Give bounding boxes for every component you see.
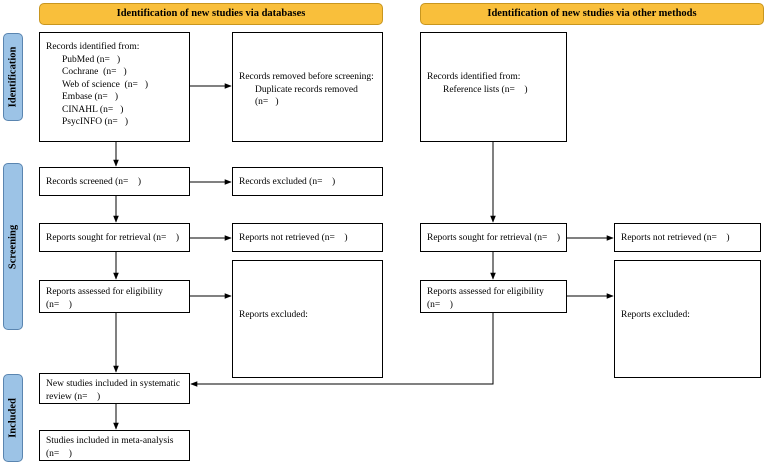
- box-records-excluded: Records excluded (n= ): [232, 167, 383, 196]
- stage-included: Included: [3, 374, 23, 462]
- box-other-reports-not-retrieved: Reports not retrieved (n= ): [614, 223, 761, 252]
- records-screened-label: Records screened (n= ): [46, 177, 142, 187]
- box-new-studies-included: New studies included in systematic revie…: [39, 373, 190, 404]
- box-studies-meta-analysis: Studies included in meta-analysis (n= ): [39, 430, 190, 461]
- source-pubmed: PubMed (n= ): [62, 54, 121, 65]
- box-records-screened: Records screened (n= ): [39, 167, 190, 196]
- duplicates-removed-n: (n= ): [255, 97, 279, 107]
- other-reports-assessed-n: (n= ): [427, 299, 453, 310]
- box-other-reports-assessed: Reports assessed for eligibility (n= ): [420, 280, 567, 313]
- box-reports-not-retrieved: Reports not retrieved (n= ): [232, 223, 383, 252]
- records-identified-title: Records identified from:: [46, 42, 140, 52]
- stage-screening: Screening: [3, 163, 23, 330]
- other-records-identified-title: Records identified from:: [427, 72, 521, 82]
- box-records-identified: Records identified from: PubMed (n= ) Co…: [39, 32, 190, 142]
- header-other-methods: Identification of new studies via other …: [420, 3, 764, 25]
- reports-not-retrieved-label: Reports not retrieved (n= ): [239, 233, 348, 243]
- meta-analysis-n: (n= ): [46, 448, 72, 459]
- box-reports-excluded: Reports excluded:: [232, 260, 383, 378]
- records-removed-title: Records removed before screening:: [239, 72, 374, 82]
- other-reports-sought-label: Reports sought for retrieval (n= ): [427, 233, 561, 243]
- box-records-removed: Records removed before screening: Duplic…: [232, 32, 383, 142]
- other-reports-assessed-label: Reports assessed for eligibility: [427, 287, 544, 297]
- source-cochrane: Cochrane (n= ): [62, 67, 127, 77]
- source-web-of-science: Web of science (n= ): [62, 79, 149, 90]
- reports-excluded-label: Reports excluded:: [239, 310, 308, 320]
- reports-assessed-n: (n= ): [46, 299, 72, 310]
- arrow-other-assessed-to-included: [190, 313, 494, 387]
- stage-identification: Identification: [3, 33, 23, 121]
- other-reports-not-retrieved-label: Reports not retrieved (n= ): [621, 233, 730, 243]
- duplicates-removed: Duplicate records removed: [255, 84, 358, 95]
- reference-lists: Reference lists (n= ): [443, 84, 528, 95]
- box-other-reports-excluded: Reports excluded:: [614, 260, 761, 378]
- new-studies-label: New studies included in systematic: [46, 379, 181, 389]
- records-excluded-label: Records excluded (n= ): [239, 177, 336, 187]
- box-reports-assessed: Reports assessed for eligibility (n= ): [39, 280, 190, 313]
- reports-assessed-label: Reports assessed for eligibility: [46, 287, 163, 297]
- box-other-reports-sought: Reports sought for retrieval (n= ): [420, 223, 567, 252]
- source-psycinfo: PsycINFO (n= ): [62, 117, 129, 127]
- reports-sought-label: Reports sought for retrieval (n= ): [46, 233, 180, 243]
- meta-analysis-label: Studies included in meta-analysis: [46, 436, 174, 446]
- source-embase: Embase (n= ): [62, 92, 119, 102]
- box-other-records-identified: Records identified from: Reference lists…: [420, 32, 567, 142]
- header-databases: Identification of new studies via databa…: [39, 3, 383, 25]
- new-studies-n: review (n= ): [46, 391, 101, 402]
- source-cinahl: CINAHL (n= ): [62, 104, 124, 115]
- box-reports-sought: Reports sought for retrieval (n= ): [39, 223, 190, 252]
- other-reports-excluded-label: Reports excluded:: [621, 310, 690, 320]
